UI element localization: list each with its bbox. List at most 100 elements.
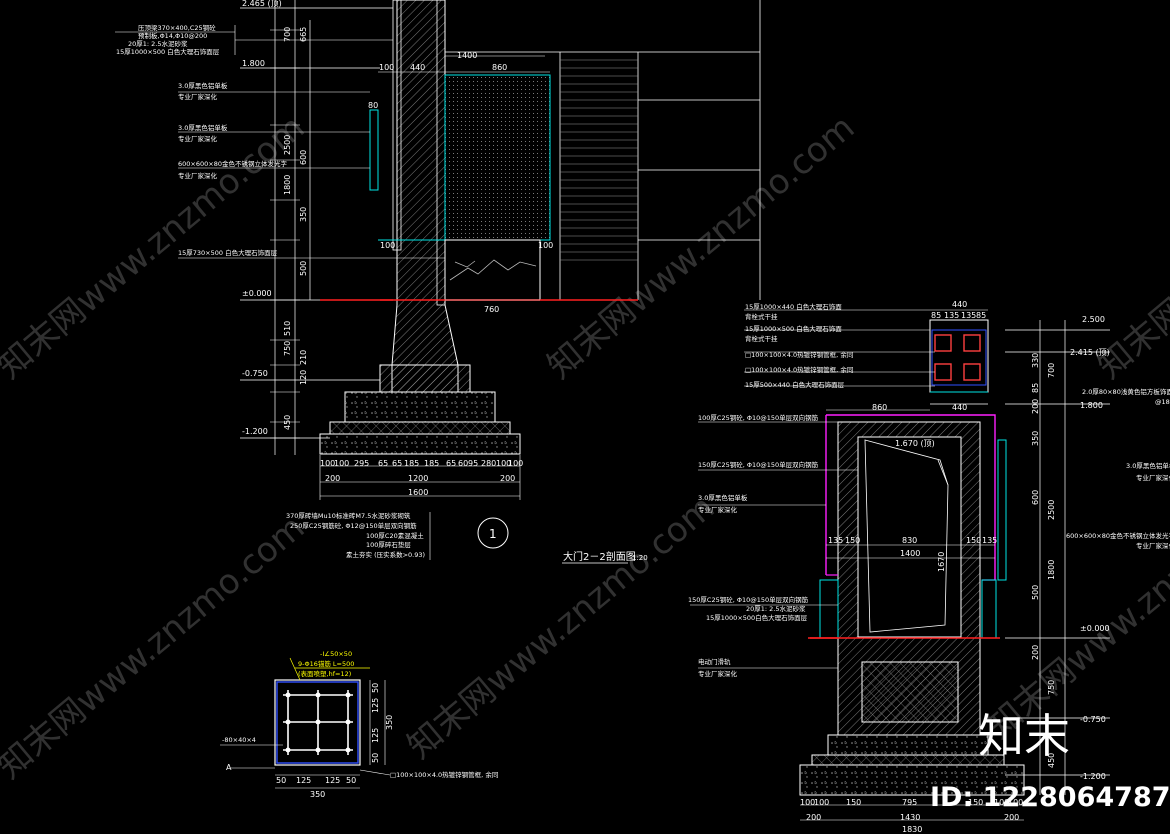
dim-top: 440 [410, 63, 425, 72]
dim-v: 500 [299, 261, 308, 276]
callout: 15厚1000×500白色大理石饰面层 [706, 613, 808, 622]
left-vertical-dims: 700 665 2500 600 1800 350 500 510 750 12… [283, 27, 308, 430]
callout: 专业厂家深化 [178, 92, 218, 101]
dim-b1: 295 [354, 459, 369, 468]
dim-v: 665 [299, 27, 308, 42]
left-levels: 2.465 (顶) 1.800 ±0.000 -0.750 -1.200 [242, 0, 282, 436]
dim-v: 500 [1031, 585, 1040, 600]
detail-dim: 50 [276, 776, 286, 785]
level: 2.500 [1082, 315, 1105, 324]
section-index-circle [477, 517, 509, 549]
dim-inner: 150 [845, 536, 860, 545]
detail-dim: 125 [296, 776, 311, 785]
detail-dim: 125 [371, 728, 380, 743]
right-section: 2.500 2.415 (顶) 1.800 ±0.000 -0.750 -1.2… [688, 300, 1170, 834]
callout: 20厚1: 2.5水泥砂浆 [128, 39, 188, 48]
watermark-text-2: 知末网www.znzmo.com [540, 107, 862, 386]
dim-v: 450 [1047, 753, 1056, 768]
callout: 专业厂家深化 [1136, 473, 1170, 482]
detail-dim: 50 [346, 776, 356, 785]
note: 250厚C25钢筋砼, Φ12@150单层双向钢筋 [290, 521, 417, 530]
dim-inner: 150 [966, 536, 981, 545]
callout: 专业厂家深化 [178, 134, 218, 143]
dim-top: 85 [976, 311, 986, 320]
dim-v: 1800 [283, 175, 292, 195]
callout: 专业厂家深化 [698, 505, 738, 514]
level-top: 2.465 (顶) [242, 0, 282, 8]
dim-v: 750 [283, 341, 292, 356]
dim-b1: 280 [481, 459, 496, 468]
dim-b1: 65 [378, 459, 388, 468]
detail-dim: 50 [371, 753, 380, 763]
dim-b1: 65 [446, 459, 456, 468]
dim-b1: 65 [392, 459, 402, 468]
dim-inner: 440 [952, 403, 967, 412]
callout: 压顶梁370×400,C25钢砼 [138, 23, 216, 32]
dim-top: 135 [961, 311, 976, 320]
dim-mid: 80 [368, 101, 378, 110]
callout: 15厚500×440 白色大理石饰面层 [745, 380, 845, 389]
left-bottom-dims: 100 100 295 65 65 185 185 65 60 95 280 1… [320, 459, 523, 497]
dim-mid: 760 [484, 305, 499, 314]
dim-b1: 95 [468, 459, 478, 468]
dim-inner: 860 [872, 403, 887, 412]
dim-v: 2500 [1047, 500, 1056, 520]
dim-v: 700 [1047, 363, 1056, 378]
dim-inner: 135 [982, 536, 997, 545]
callout: 15厚730×500 白色大理石饰面层 [178, 248, 278, 257]
dim-v: 330 [1031, 353, 1040, 368]
dim-mid: 100 [538, 241, 553, 250]
right-callouts: 15厚1000×440 白色大理石饰面 背栓式干挂 15厚1000×500 白色… [688, 302, 853, 678]
callout: 15厚1000×440 白色大理石饰面 [745, 302, 842, 311]
watermark-text-1: 知末网www.znzmo.com [0, 107, 312, 386]
level: 2.415 (顶) [1070, 348, 1110, 357]
dim-b: 1830 [902, 825, 922, 834]
level-minus-1200: -1.200 [242, 427, 268, 436]
dim-inner: 1670 [937, 552, 946, 572]
callout: 150厚C25钢砼, Φ10@150单层双向钢筋 [688, 595, 809, 604]
dim-b1: 100 [508, 459, 523, 468]
callout: 电动门滑轨 [698, 657, 731, 666]
level: ±0.000 [1080, 624, 1110, 633]
anchor-plate-detail: -Ⅰ∠50×50 9-Φ16锚筋 L=500 (表面喷塑,hf=12) -80×… [220, 650, 498, 799]
section-title: 大门2－2剖面图 [563, 550, 636, 563]
dim-v: 1800 [1047, 560, 1056, 580]
callout: 600×600×80金色不锈钢立体发光字 [1066, 531, 1170, 540]
detail-axis-label: A [226, 763, 232, 772]
watermark-text-4: 知末网www.znzmo.com [400, 487, 722, 766]
note: 100厚C20素混凝土 [366, 531, 424, 540]
dim-top: 860 [492, 63, 507, 72]
image-id-label: ID: 1228064787 [930, 782, 1170, 813]
detail-dim: 125 [371, 698, 380, 713]
dim-b2: 200 [325, 474, 340, 483]
level: 1.800 [1080, 401, 1103, 410]
dim-v: 85 [1031, 383, 1040, 393]
dim-b1: 100 [334, 459, 349, 468]
level-1800: 1.800 [242, 59, 265, 68]
dim-top: 1400 [457, 51, 477, 60]
dim-v: 750 [1047, 680, 1056, 695]
dim-b1: 60 [458, 459, 468, 468]
dim-b: 100 [1008, 798, 1023, 807]
note: 370厚砖墙Mu10标准砖M7.5水泥砂浆砌筑 [286, 511, 411, 520]
callout: 专业厂家深化 [698, 669, 738, 678]
dim-b: 150 [846, 798, 861, 807]
callout: 预制板,Φ14,Φ10@200 [138, 31, 207, 40]
dim-b: 795 [902, 798, 917, 807]
right-far-callouts: 2.0厚80×80浅黄色铝方板饰面 @180 3.0厚黑色铝单板 专业厂家深化 … [1066, 387, 1170, 550]
dim-b1: 100 [320, 459, 335, 468]
dim-b: 100 [994, 798, 1009, 807]
callout: 专业厂家深化 [1136, 541, 1170, 550]
level-minus-750: -0.750 [242, 369, 268, 378]
dim-inner: 135 [828, 536, 843, 545]
detail-callout: □100×100×4.0热镀锌钢管框, 余同 [390, 770, 498, 779]
callout: □100×100×4.0热镀锌钢管框, 余同 [745, 365, 853, 374]
note: 100厚碎石垫层 [366, 540, 411, 549]
level-zero: ±0.000 [242, 289, 272, 298]
callout: 3.0厚黑色铝单板 [698, 493, 748, 502]
dim-v: 120 [299, 370, 308, 385]
callout: 3.0厚黑色铝单板 [178, 123, 228, 132]
watermark-logo: 知末 [978, 709, 1070, 763]
